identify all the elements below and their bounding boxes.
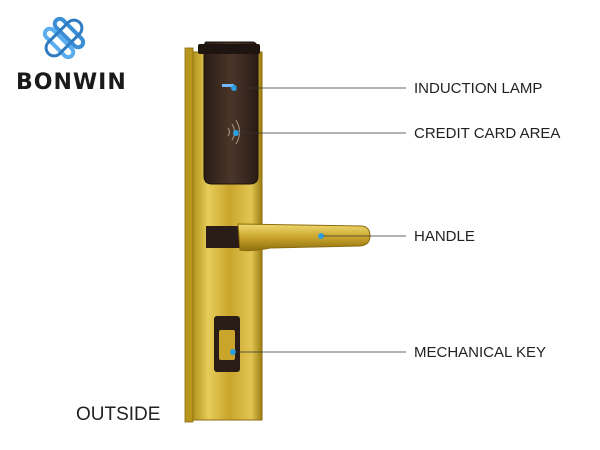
brand-name: BONWIN xyxy=(16,70,127,95)
handle-lever xyxy=(237,223,371,252)
mechanical-key-marker xyxy=(230,349,236,355)
side-label: OUTSIDE xyxy=(76,404,161,425)
callout-induction-lamp: INDUCTION LAMP xyxy=(414,80,543,97)
callout-mechanical-key: MECHANICAL KEY xyxy=(414,344,546,361)
induction-lamp-marker xyxy=(231,85,237,91)
callout-credit-card-area: CREDIT CARD AREA xyxy=(414,125,561,142)
induction-lamp-light xyxy=(222,84,234,87)
credit-card-area-marker xyxy=(233,130,239,136)
handle-marker xyxy=(318,233,324,239)
card-reader-panel xyxy=(203,41,259,185)
callout-handle: HANDLE xyxy=(414,228,475,245)
bonwin-chain-logo-icon xyxy=(42,16,86,60)
